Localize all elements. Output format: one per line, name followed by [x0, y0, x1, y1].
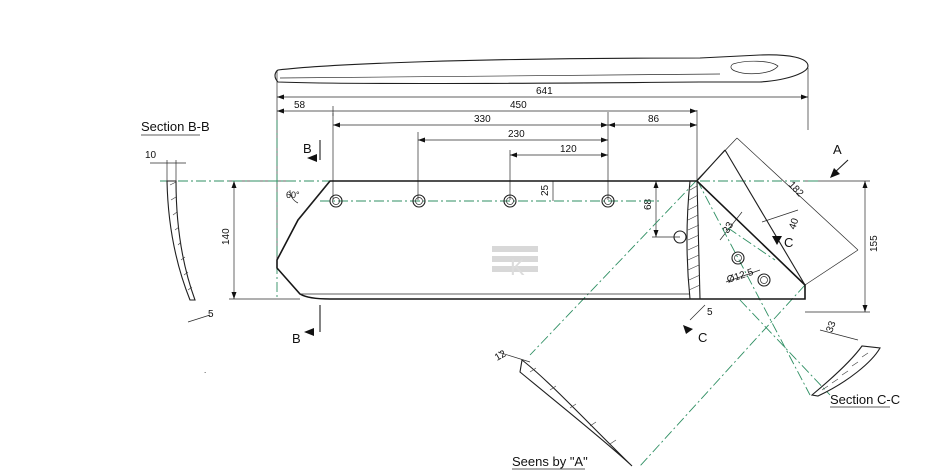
dim-58: 58 — [294, 100, 306, 111]
blade-main-view: 60° — [276, 149, 806, 300]
dim-120: 120 — [560, 144, 577, 155]
bolt-hole — [757, 273, 771, 287]
dim-12: 12 — [493, 348, 509, 363]
top-view — [274, 54, 809, 85]
section-b-b-title: Section B-B — [141, 119, 210, 134]
seen-by-a-title: Seens by "A" — [512, 454, 588, 469]
dim-10: 10 — [145, 150, 157, 161]
dim-86: 86 — [648, 114, 660, 125]
dim-230: 230 — [508, 129, 525, 140]
dim-40: 40 — [787, 217, 801, 231]
section-c-c-title: Section C-C — [830, 392, 900, 407]
marker-c-bottom: C — [698, 330, 707, 345]
dim-5-c: 5 — [707, 307, 713, 318]
section-markers-c: C C — [683, 235, 793, 345]
view-seen-by-a: 12 Seens by "A" — [493, 348, 633, 470]
dim-450: 450 — [510, 100, 527, 111]
section-markers-b: B B — [292, 140, 321, 346]
dim-140: 140 — [221, 228, 232, 245]
dim-182: 182 — [786, 180, 806, 200]
dim-330: 330 — [474, 114, 491, 125]
dim-155: 155 — [869, 235, 880, 252]
bolt-hole — [329, 194, 343, 208]
dim-68: 68 — [643, 198, 654, 210]
watermark-text: K — [510, 255, 525, 280]
watermark-logo: K — [492, 246, 538, 280]
bolt-hole — [412, 194, 426, 208]
dim-33-section-c: 33 — [824, 319, 838, 334]
marker-b-bottom: B — [292, 331, 301, 346]
dim-641: 641 — [536, 86, 553, 97]
bolt-hole — [503, 194, 517, 208]
marker-b-top: B — [303, 141, 312, 156]
center-lines — [160, 120, 831, 467]
bolt-hole — [731, 251, 745, 265]
marker-a: A — [833, 142, 842, 157]
dim-5-section-b: 5 — [208, 309, 214, 320]
dimension-lines: 641 58 450 330 86 230 120 25 68 — [221, 68, 880, 318]
view-marker-a: A — [830, 142, 849, 178]
svg-text:.: . — [204, 366, 206, 375]
marker-c-top: C — [784, 235, 793, 250]
section-c-c-view: 33 Section C-C — [810, 319, 900, 408]
section-b-b-view: Section B-B 10 5 — [141, 119, 214, 323]
angle-60: 60° — [286, 190, 300, 200]
bolt-hole — [601, 194, 615, 208]
bolt-hole — [673, 230, 687, 244]
dim-25: 25 — [540, 184, 551, 196]
